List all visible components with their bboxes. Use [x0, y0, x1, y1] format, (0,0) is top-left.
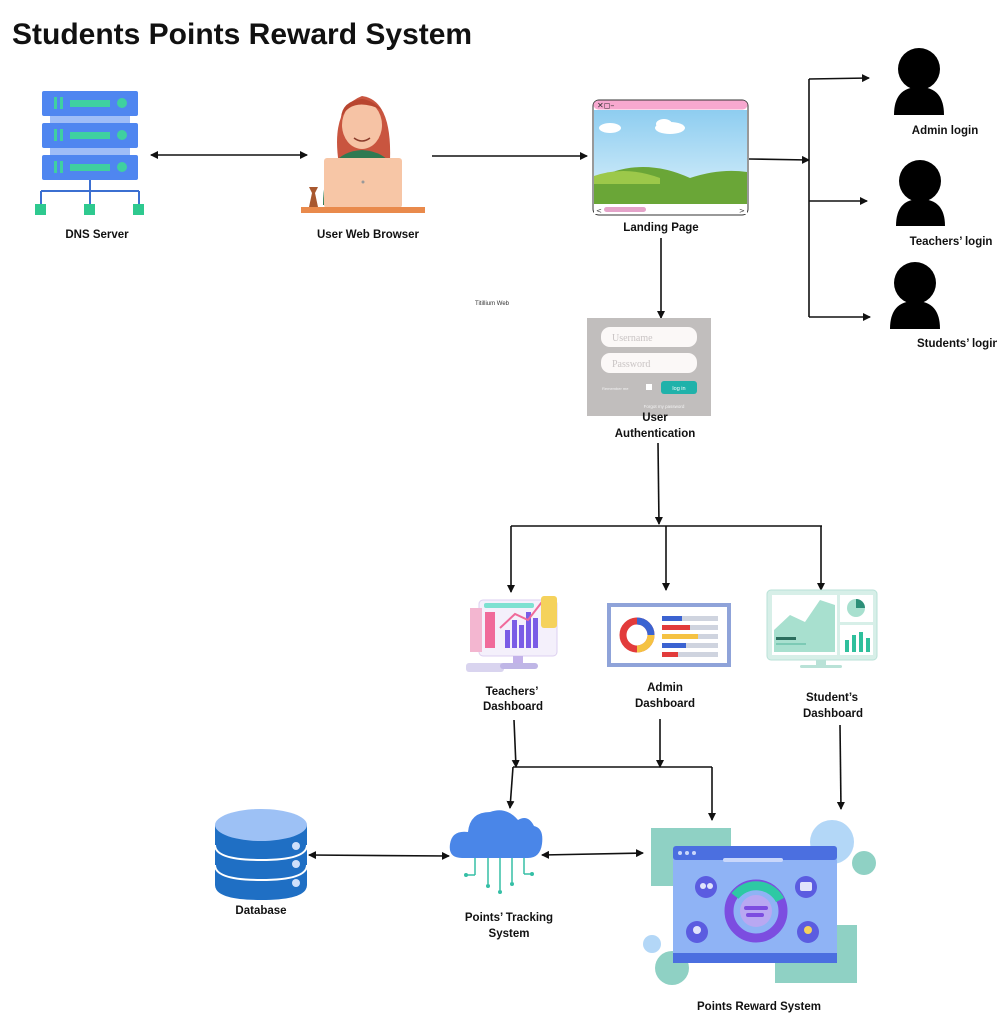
user-browser-icon	[301, 96, 425, 213]
teachers-down-arrow	[511, 719, 520, 768]
students-login-label: Students’ login	[917, 338, 997, 350]
user-browser-label: User Web Browser	[317, 229, 420, 241]
teachers-dashboard-icon	[466, 596, 558, 672]
teachers-dashboard-label-line2: Dashboard	[483, 701, 543, 713]
login-button-label: log in	[672, 386, 685, 392]
tracking-reward-arrow	[541, 849, 644, 859]
tracking-label-line1: Points’ Tracking	[465, 912, 553, 924]
admin-login-arrow	[808, 74, 870, 83]
password-field[interactable]	[601, 353, 697, 373]
password-placeholder: Password	[612, 359, 650, 370]
page-title: Students Points Reward System	[12, 18, 472, 51]
student-dashboard-label-line2: Dashboard	[803, 708, 863, 720]
login-button[interactable]	[661, 381, 697, 394]
username-placeholder: Username	[612, 333, 653, 344]
reward-system-label: Points Reward System	[697, 1001, 821, 1013]
username-field[interactable]	[601, 327, 697, 347]
auth-dashboards-arrow	[654, 442, 663, 525]
teachers-login-label: Teachers’ login	[910, 236, 993, 248]
landing-page-label: Landing Page	[623, 222, 698, 234]
teachers-dashboard-label-line1: Teachers’	[486, 686, 539, 698]
cloud-tracking-icon	[449, 810, 543, 894]
landing-branch-arrow	[748, 155, 810, 164]
user-auth-label-line1: User	[642, 412, 668, 424]
forgot-password-link[interactable]: Forgot my password	[644, 404, 685, 409]
dns-server-icon	[35, 91, 144, 215]
reward-system-illustration	[643, 820, 876, 985]
teacher-avatar-icon	[896, 160, 945, 226]
landing-page-window-icon: ✕◻– < >	[592, 99, 749, 216]
remember-me-label: Remember me	[602, 386, 629, 391]
svg-text:>: >	[739, 207, 745, 215]
student-dashboard-icon	[766, 589, 878, 668]
database-label: Database	[235, 905, 286, 917]
admin-login-label: Admin login	[912, 125, 978, 137]
student-dashboard-label-line1: Student’s	[806, 692, 858, 704]
svg-text:<: <	[596, 207, 602, 215]
admin-dashboard-icon	[607, 603, 731, 667]
dns-server-label: DNS Server	[65, 229, 129, 241]
svg-text:✕◻–: ✕◻–	[597, 101, 614, 110]
students-reward-arrow	[836, 724, 845, 810]
database-icon	[214, 809, 308, 900]
user-auth-label-line2: Authentication	[615, 428, 696, 440]
admin-dashboard-label-line2: Dashboard	[635, 698, 695, 710]
stray-font-label: Titillium Web	[475, 301, 510, 307]
tracking-label-line2: System	[489, 928, 530, 940]
student-avatar-icon	[890, 262, 940, 329]
login-form-panel: Username Password Remember me log in For…	[587, 318, 711, 416]
to-tracking-arrow	[506, 766, 515, 809]
remember-me-checkbox[interactable]	[646, 384, 652, 390]
admin-dashboard-label-line1: Admin	[647, 682, 683, 694]
connectors	[150, 74, 871, 860]
db-tracking-arrow	[308, 851, 450, 860]
admin-avatar-icon	[894, 48, 944, 115]
